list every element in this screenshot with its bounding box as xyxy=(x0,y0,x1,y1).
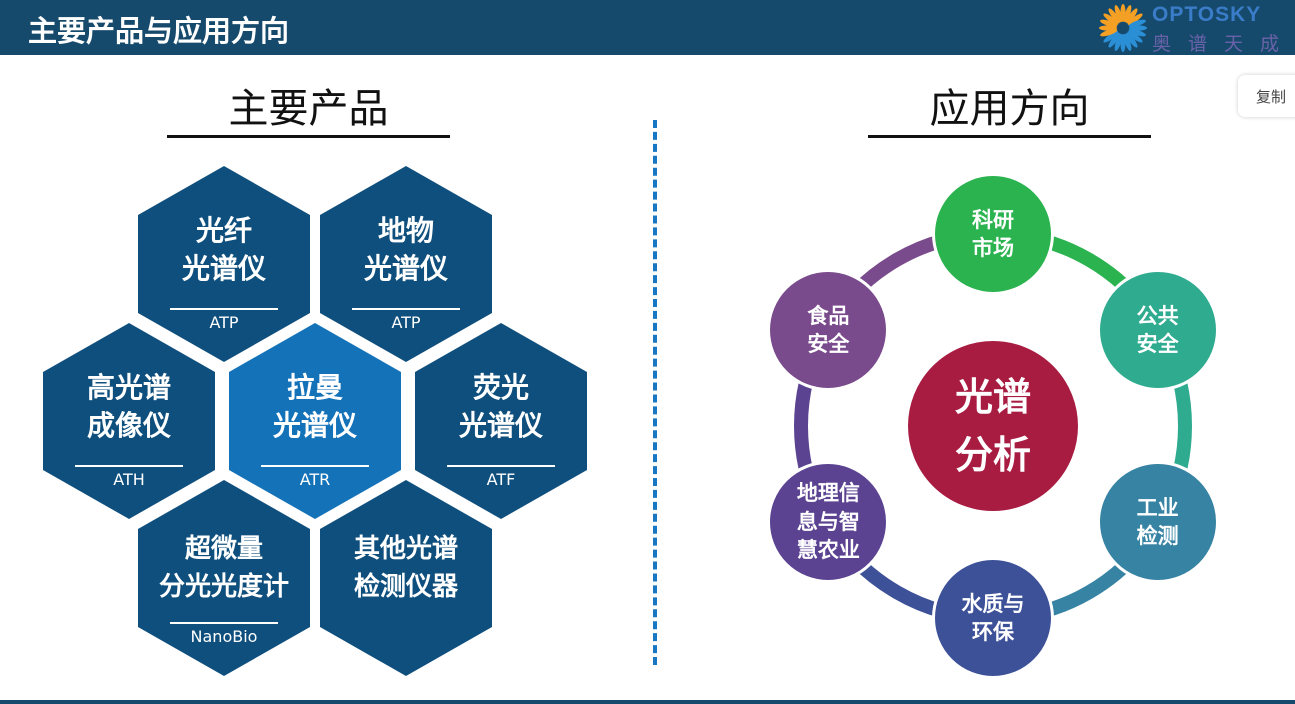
product-code: NanoBio xyxy=(170,622,278,646)
application-circle: 水质与 环保 xyxy=(932,557,1054,679)
product-name: 高光谱 成像仪 xyxy=(86,371,171,442)
products-title: 主要产品 xyxy=(167,76,450,138)
sunburst-logo-icon xyxy=(1099,4,1147,52)
application-label: 工业 检测 xyxy=(1136,495,1179,548)
logo-en: OPTOSKY xyxy=(1152,3,1262,26)
product-name: 光纤 光谱仪 xyxy=(181,214,266,285)
product-name: 地物 光谱仪 xyxy=(363,214,448,285)
product-name: 超微量 分光光度计 xyxy=(158,534,289,602)
product-name: 其他光谱 检测仪器 xyxy=(353,534,458,602)
application-label: 水质与 环保 xyxy=(961,591,1025,644)
application-circle: 地理信 息与智 慧农业 xyxy=(767,461,890,583)
product-code: ATF xyxy=(447,465,555,489)
header-bar: 主要产品与应用方向 OPTOSKY 奥谱天成 xyxy=(0,0,1295,55)
product-code: ATP xyxy=(352,308,460,332)
product-hex: 其他光谱 检测仪器 xyxy=(320,480,492,676)
bottom-line xyxy=(0,700,1295,704)
application-label: 光谱 分析 xyxy=(954,375,1031,477)
applications-title: 应用方向 xyxy=(868,76,1151,138)
product-code: ATP xyxy=(170,308,278,332)
application-label: 地理信 息与智 慧农业 xyxy=(796,481,860,563)
page-title: 主要产品与应用方向 xyxy=(28,14,290,48)
product-hex: 荧光 光谱仪 ATF xyxy=(415,323,587,519)
product-hex: 超微量 分光光度计 NanoBio xyxy=(138,480,310,676)
application-circle: 公共 安全 xyxy=(1096,269,1219,391)
divider xyxy=(653,120,657,665)
logo-cn: 奥谱天成 xyxy=(1152,33,1295,55)
optosky-logo: OPTOSKY 奥谱天成 xyxy=(1097,3,1295,55)
application-circle: 工业 检测 xyxy=(1096,461,1219,583)
product-name: 拉曼 光谱仪 xyxy=(272,371,357,442)
center-circle: 光谱 分析 xyxy=(905,338,1081,514)
application-label: 科研 市场 xyxy=(972,207,1014,260)
application-circle: 科研 市场 xyxy=(932,173,1054,295)
product-code: ATR xyxy=(261,465,369,489)
application-label: 食品 安全 xyxy=(807,303,850,356)
copy-button[interactable]: 复制 xyxy=(1238,75,1295,117)
product-name: 荧光 光谱仪 xyxy=(458,371,543,442)
product-code: ATH xyxy=(75,465,183,489)
application-circle: 食品 安全 xyxy=(767,269,890,391)
application-label: 公共 安全 xyxy=(1136,303,1179,356)
